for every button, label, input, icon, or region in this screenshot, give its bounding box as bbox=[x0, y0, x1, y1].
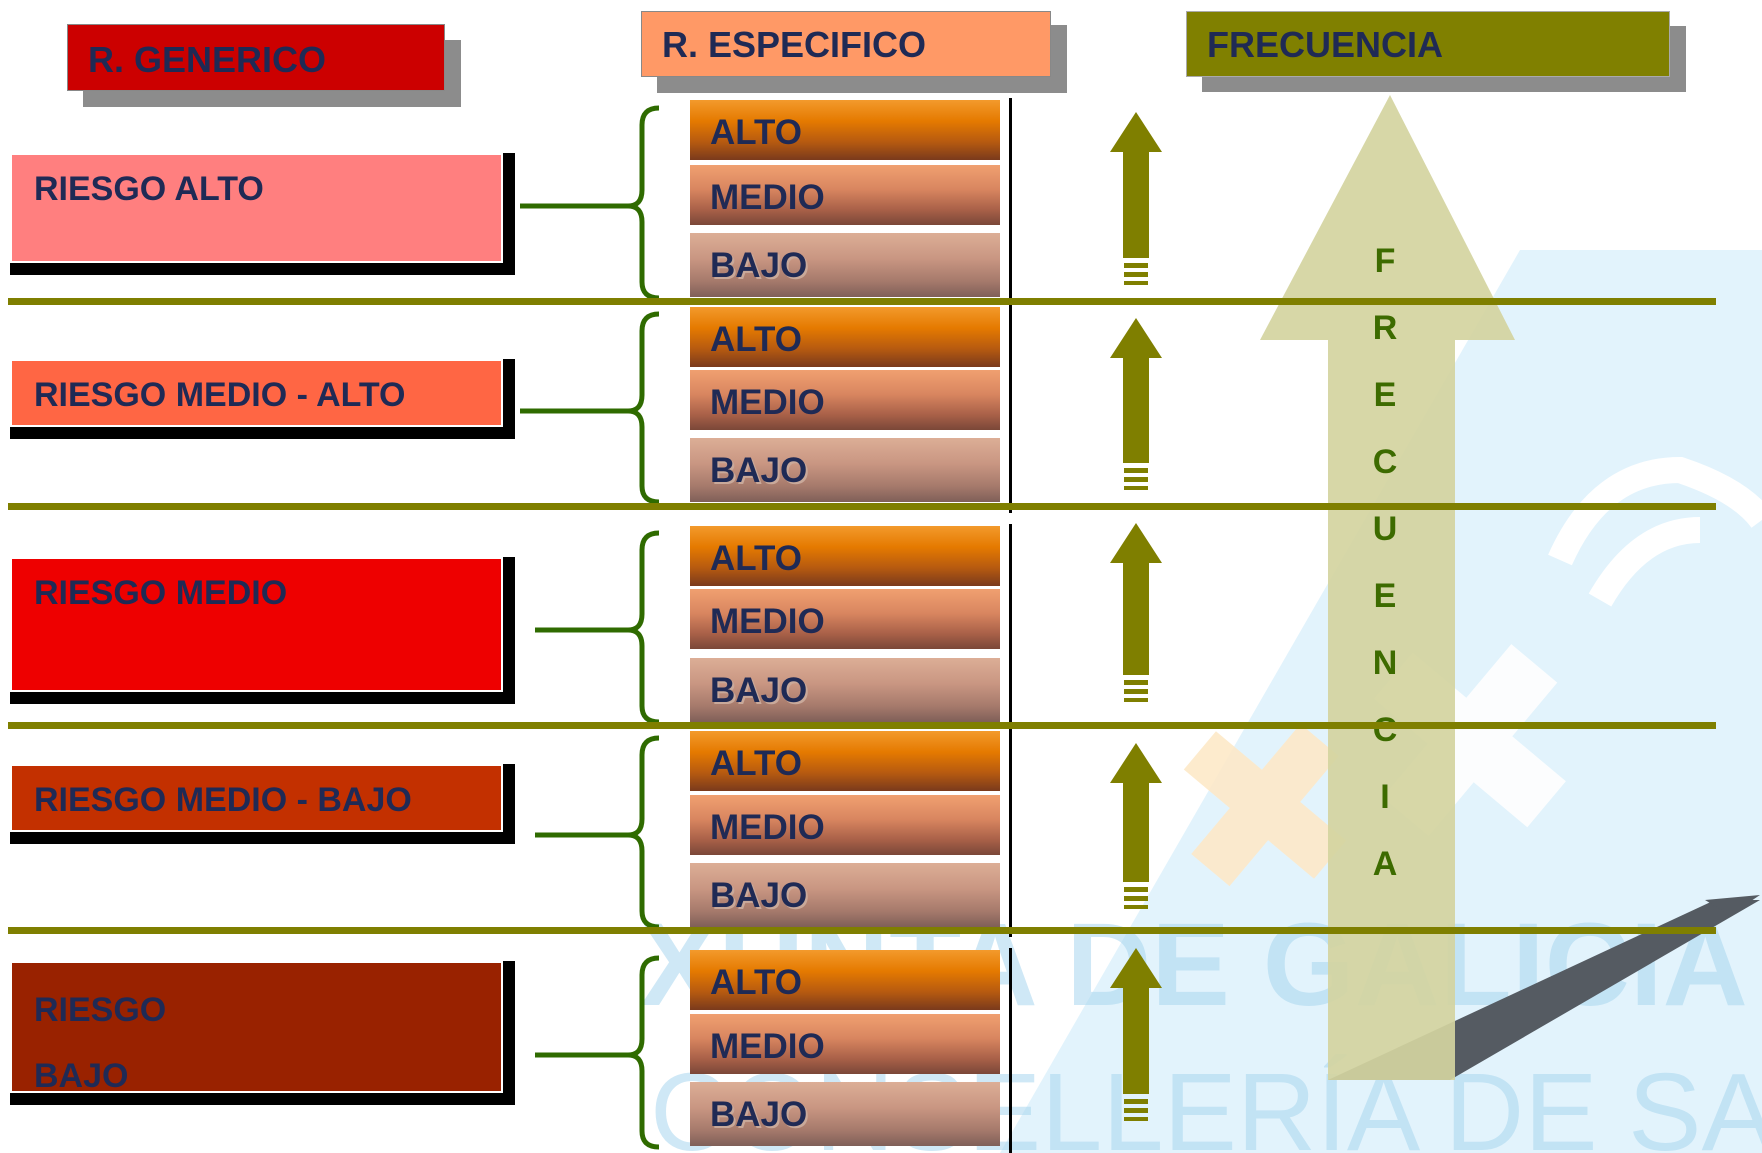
frequency-letter: F bbox=[1374, 242, 1396, 280]
frequency-letter: I bbox=[1380, 778, 1390, 816]
nivel-medio-1: MEDIO bbox=[690, 165, 1000, 225]
nivel-bajo-2: BAJO bbox=[690, 438, 1000, 502]
stack-divider bbox=[1009, 948, 1012, 1153]
especifico-header: R. ESPECIFICO bbox=[641, 11, 1051, 77]
nivel-bajo-3: BAJO bbox=[690, 658, 1000, 722]
small-up-arrow-icon bbox=[1110, 523, 1162, 702]
frequency-letter: R bbox=[1372, 309, 1398, 347]
nivel-bajo-4: BAJO bbox=[690, 863, 1000, 927]
brace-icon bbox=[627, 105, 660, 301]
frequency-letter: C bbox=[1372, 443, 1398, 481]
big-up-arrow-icon bbox=[1260, 95, 1515, 1080]
nivel-alto-2: ALTO bbox=[690, 307, 1000, 367]
small-arrows bbox=[1110, 112, 1162, 1121]
frequency-vertical-label: F R E C U E N C I A bbox=[1365, 242, 1405, 912]
frequency-letter: E bbox=[1373, 577, 1397, 615]
riesgo-label: RIESGO MEDIO - ALTO bbox=[34, 376, 406, 414]
riesgo-alto-box: RIESGO ALTO bbox=[10, 153, 503, 263]
riesgo-label: RIESGO bbox=[34, 991, 167, 1029]
nivel-medio-2: MEDIO bbox=[690, 370, 1000, 430]
brace-icon bbox=[627, 955, 660, 1150]
nivel-medio-4: MEDIO bbox=[690, 795, 1000, 855]
frequency-letter: C bbox=[1372, 711, 1398, 749]
watermark-crown-icon bbox=[1548, 456, 1762, 607]
generico-header: R. GENERICO bbox=[67, 24, 445, 91]
frequency-letter: U bbox=[1372, 510, 1398, 548]
nivel-alto-3: ALTO bbox=[690, 526, 1000, 586]
stack-divider bbox=[1009, 524, 1012, 724]
riesgo-medio-bajo-box: RIESGO MEDIO - BAJO bbox=[10, 764, 503, 832]
small-up-arrow-icon bbox=[1110, 743, 1162, 909]
brace-icon bbox=[627, 530, 660, 725]
nivel-bajo-1: BAJO bbox=[690, 233, 1000, 297]
big-frequency-arrow bbox=[1260, 95, 1760, 1080]
riesgo-label: RIESGO MEDIO bbox=[34, 574, 288, 612]
nivel-bajo-5: BAJO bbox=[690, 1082, 1000, 1146]
stack-divider bbox=[1009, 305, 1012, 513]
small-up-arrow-icon bbox=[1110, 112, 1162, 285]
separator-line bbox=[8, 298, 1716, 305]
stack-divider bbox=[1009, 729, 1012, 937]
frequency-letter: N bbox=[1372, 644, 1398, 682]
nivel-alto-4: ALTO bbox=[690, 731, 1000, 791]
separator-line bbox=[8, 503, 1716, 510]
nivel-alto-5: ALTO bbox=[690, 950, 1000, 1010]
frequency-letter: E bbox=[1373, 376, 1397, 414]
riesgo-label: RIESGO ALTO bbox=[34, 170, 264, 208]
small-up-arrow-icon bbox=[1110, 948, 1162, 1121]
brace-icon bbox=[627, 311, 660, 505]
nivel-medio-3: MEDIO bbox=[690, 589, 1000, 649]
riesgo-medio-box: RIESGO MEDIO bbox=[10, 557, 503, 692]
separator-line bbox=[8, 722, 1716, 729]
separator-line bbox=[8, 927, 1716, 934]
riesgo-medio-alto-box: RIESGO MEDIO - ALTO bbox=[10, 359, 503, 427]
frecuencia-header: FRECUENCIA bbox=[1186, 11, 1670, 77]
riesgo-label: RIESGO MEDIO - BAJO bbox=[34, 781, 412, 819]
brace-icon bbox=[627, 735, 660, 930]
riesgo-bajo-box: RIESGO BAJO bbox=[10, 961, 503, 1095]
frequency-letter: A bbox=[1372, 845, 1398, 883]
small-up-arrow-icon bbox=[1110, 318, 1162, 490]
stack-divider bbox=[1009, 98, 1012, 298]
riesgo-label-line2: BAJO bbox=[34, 1057, 129, 1095]
nivel-alto-1: ALTO bbox=[690, 100, 1000, 160]
nivel-medio-5: MEDIO bbox=[690, 1014, 1000, 1074]
